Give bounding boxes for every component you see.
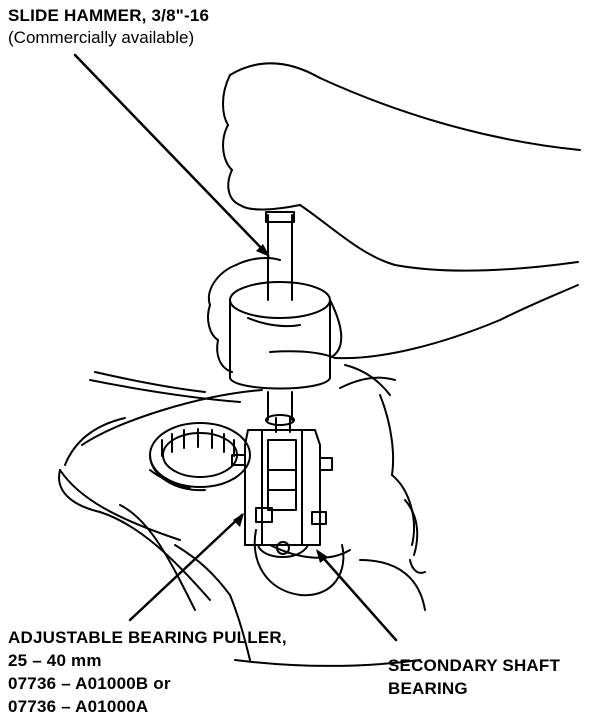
puller-body (231, 417, 333, 558)
bearing-puller-part-number-1: 07736 – A01000B or (8, 674, 171, 693)
slide-hammer-label: SLIDE HAMMER, 3/8"-16 (8, 6, 210, 25)
bearing-puller-part-number-2: 07736 – A01000A (8, 697, 149, 716)
slide-hammer-note: (Commercially available) (8, 28, 195, 47)
secondary-shaft-bearing-label: SECONDARY SHAFT (388, 656, 561, 675)
arrowheads (233, 244, 328, 563)
slide-hammer (229, 211, 331, 426)
secondary-shaft-bearing-label-line-2: BEARING (388, 679, 468, 698)
bearing-puller-size: 25 – 40 mm (8, 651, 102, 670)
transmission-housing (58, 364, 426, 667)
bearing-puller-label: ADJUSTABLE BEARING PULLER, (8, 628, 287, 647)
hand (207, 62, 581, 373)
leader-lines (73, 53, 398, 642)
roller-bearing-left (149, 422, 251, 492)
